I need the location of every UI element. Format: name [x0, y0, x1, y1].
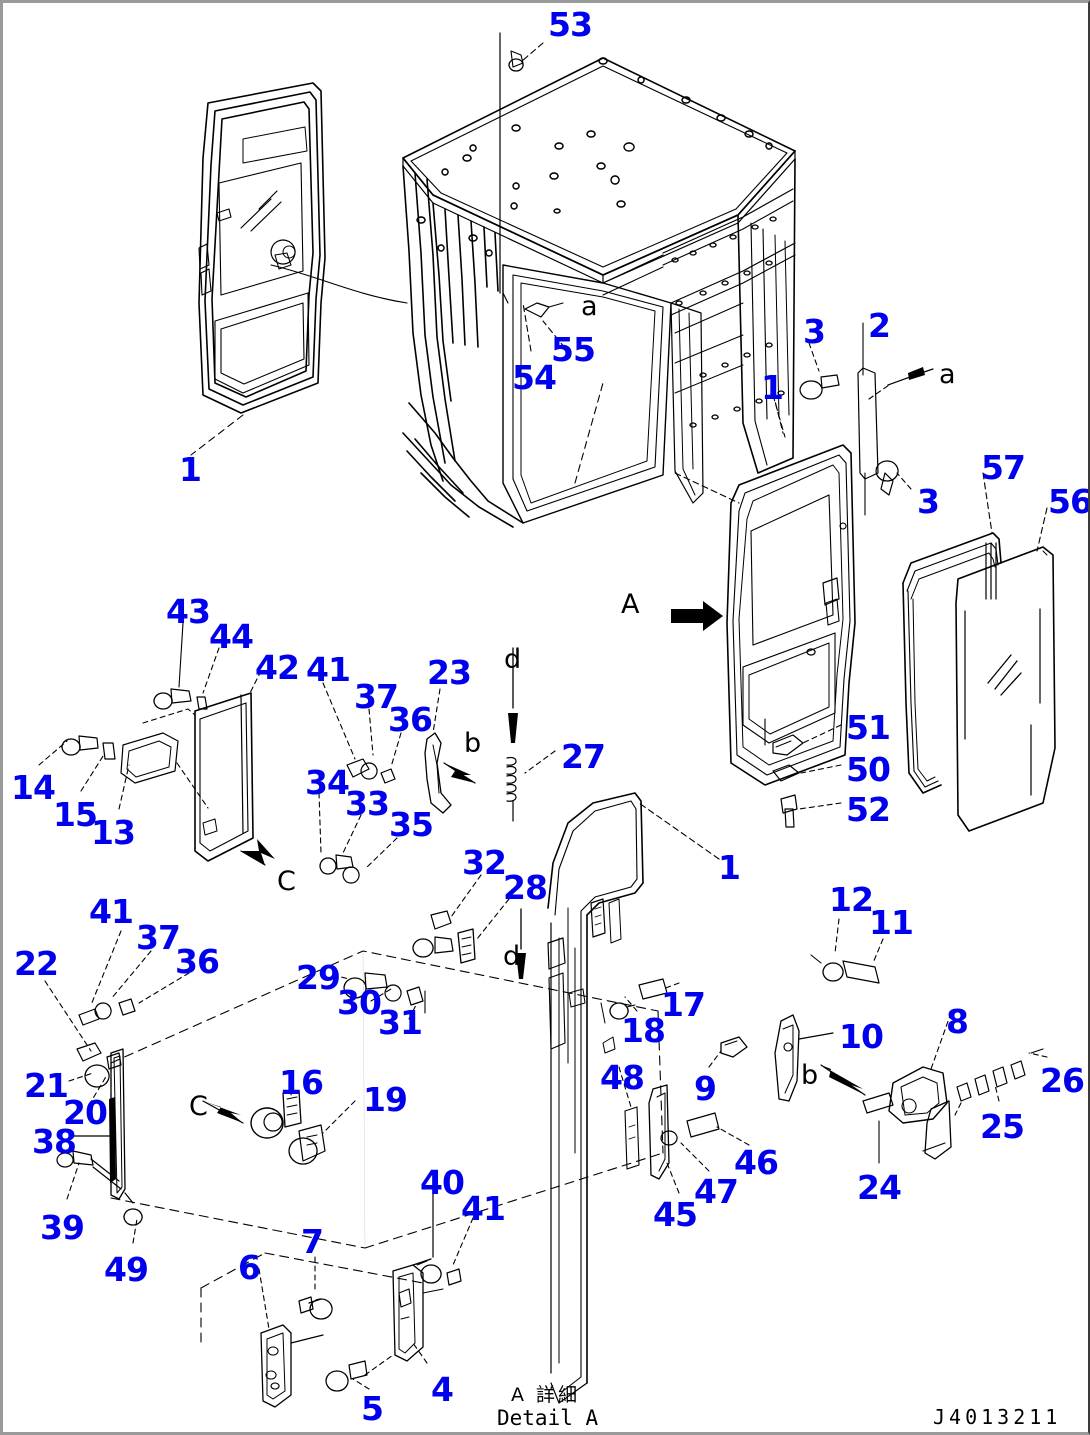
part-callout-10[interactable]: 10: [839, 1017, 884, 1056]
section-marker: b: [464, 728, 482, 759]
part-callout-12[interactable]: 12: [829, 880, 874, 919]
left-door-assembly: [198, 82, 326, 414]
spring-27: [506, 647, 556, 822]
bracket-10: [774, 1014, 834, 1102]
part-callout-3-top[interactable]: 3: [803, 312, 826, 351]
part-callout-34[interactable]: 34: [305, 763, 350, 802]
part-callout-3-low[interactable]: 3: [917, 482, 940, 521]
part-callout-53[interactable]: 53: [548, 5, 593, 44]
part-callout-47[interactable]: 47: [694, 1172, 739, 1211]
part-callout-36-a[interactable]: 36: [388, 700, 433, 739]
right-door-assembly: [726, 444, 856, 786]
lower-frame-outline-2: [200, 1252, 424, 1344]
part-callout-41-c[interactable]: 41: [461, 1189, 506, 1228]
part-callout-37-a[interactable]: 37: [354, 677, 399, 716]
detail-caption-english: Detail A: [497, 1406, 599, 1430]
part-callout-19[interactable]: 19: [363, 1080, 408, 1119]
part-callout-44[interactable]: 44: [209, 617, 254, 656]
lock-16-19: [202, 1078, 356, 1165]
section-marker: C: [189, 1091, 208, 1122]
part-callout-39[interactable]: 39: [40, 1208, 85, 1247]
section-a-arrow: [671, 601, 723, 631]
part-callout-41-a[interactable]: 41: [306, 650, 351, 689]
part-callout-18[interactable]: 18: [621, 1011, 666, 1050]
bracket-45-48: [618, 1066, 750, 1194]
part-callout-17[interactable]: 17: [661, 985, 706, 1024]
part-callout-28[interactable]: 28: [503, 868, 548, 907]
part-callout-22[interactable]: 22: [14, 944, 59, 983]
bottom-brackets: [258, 1256, 444, 1408]
part-callout-45[interactable]: 45: [653, 1195, 698, 1234]
part-callout-48[interactable]: 48: [600, 1058, 645, 1097]
part-callout-31[interactable]: 31: [378, 1003, 423, 1042]
glass-pane-56: [955, 507, 1056, 832]
part-callout-26[interactable]: 26: [1040, 1061, 1085, 1100]
cab-frame-assembly: [402, 57, 796, 528]
part-callout-29[interactable]: 29: [296, 958, 341, 997]
part-callout-49[interactable]: 49: [104, 1250, 149, 1289]
exploded-view-artwork: [38, 32, 1056, 1408]
part-callout-56[interactable]: 56: [1048, 482, 1090, 521]
section-marker: b: [801, 1060, 819, 1091]
part-callout-20[interactable]: 20: [63, 1093, 108, 1132]
part-callout-33[interactable]: 33: [345, 784, 390, 823]
part-callout-4[interactable]: 4: [431, 1370, 454, 1409]
plate-42: [194, 670, 262, 862]
part-callout-40[interactable]: 40: [420, 1163, 465, 1202]
part-callout-36-b[interactable]: 36: [175, 942, 220, 981]
part-callout-37-b[interactable]: 37: [136, 918, 181, 957]
part-callout-51[interactable]: 51: [846, 708, 891, 747]
section-marker: a: [939, 359, 956, 390]
part-callout-50[interactable]: 50: [846, 750, 891, 789]
part-callout-8[interactable]: 8: [946, 1002, 969, 1041]
part-callout-9[interactable]: 9: [694, 1069, 717, 1108]
section-marker: d: [503, 941, 521, 972]
part-callout-6[interactable]: 6: [238, 1248, 261, 1287]
part-callout-55[interactable]: 55: [551, 330, 596, 369]
part-callout-38[interactable]: 38: [32, 1122, 77, 1161]
section-marker: d: [504, 644, 522, 675]
part-callout-32[interactable]: 32: [462, 843, 507, 882]
part-callout-35[interactable]: 35: [389, 805, 434, 844]
part-callout-43[interactable]: 43: [166, 592, 211, 631]
part-callout-24[interactable]: 24: [857, 1168, 902, 1207]
part-callout-13[interactable]: 13: [91, 813, 136, 852]
center-pillar: [547, 792, 720, 1404]
hinge-hardware-50-51-52: [764, 718, 842, 828]
detail-caption-japanese: A 詳細: [511, 1384, 581, 1406]
part-callout-23[interactable]: 23: [427, 653, 472, 692]
part-callout-16[interactable]: 16: [279, 1063, 324, 1102]
section-marker: C: [277, 866, 296, 897]
latch-rod-assembly: [56, 1048, 143, 1244]
part-callout-52[interactable]: 52: [846, 790, 891, 829]
part-callout-1-left[interactable]: 1: [179, 450, 202, 489]
part-callout-41-b[interactable]: 41: [89, 892, 134, 931]
part-callout-15[interactable]: 15: [53, 795, 98, 834]
part-callout-46[interactable]: 46: [734, 1143, 779, 1182]
part-callout-27[interactable]: 27: [561, 737, 606, 776]
part-callout-21[interactable]: 21: [24, 1066, 69, 1105]
part-callout-2[interactable]: 2: [868, 306, 891, 345]
drawing-number: J4013211: [933, 1405, 1062, 1429]
part-callout-1-mid[interactable]: 1: [761, 368, 784, 407]
part-callout-57[interactable]: 57: [981, 448, 1026, 487]
part-callout-14[interactable]: 14: [11, 768, 56, 807]
door-seal-57: [902, 472, 1002, 794]
latch-body-8: [862, 1012, 952, 1164]
part-callout-11[interactable]: 11: [869, 903, 914, 942]
section-marker: a: [581, 291, 598, 322]
bracket-23: [424, 688, 452, 814]
part-callout-54[interactable]: 54: [512, 358, 557, 397]
part-callout-5[interactable]: 5: [361, 1389, 384, 1428]
part-callout-42[interactable]: 42: [255, 648, 300, 687]
part-callout-25[interactable]: 25: [980, 1107, 1025, 1146]
part-callout-7[interactable]: 7: [301, 1222, 324, 1261]
part-callout-30[interactable]: 30: [337, 983, 382, 1022]
part-callout-1-right[interactable]: 1: [718, 848, 741, 887]
section-marker: A: [621, 589, 640, 620]
